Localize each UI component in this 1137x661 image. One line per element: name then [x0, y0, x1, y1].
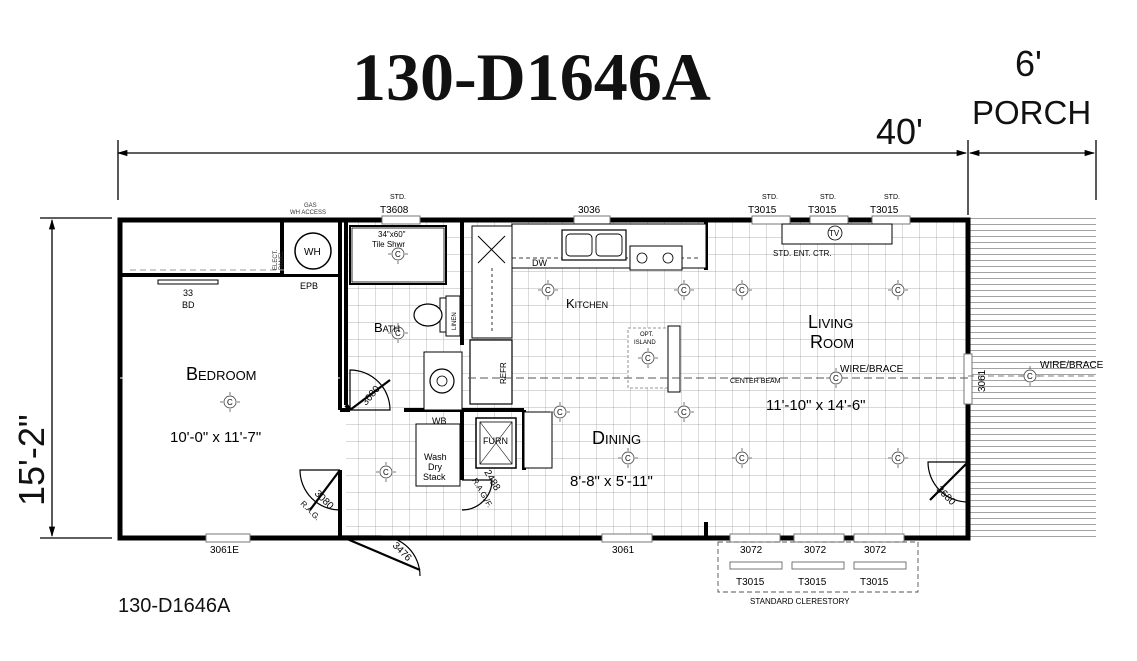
wb-label: WB	[432, 416, 447, 426]
wash-dry-stack	[415, 423, 461, 487]
bath-name: Bath	[374, 320, 400, 335]
epb-label: EPB	[300, 281, 318, 291]
porch-label: PORCH	[972, 94, 1091, 131]
bd-label-1: 33	[183, 288, 193, 298]
window-t3015-2: T3015	[808, 205, 837, 216]
living-name-1: Living	[808, 312, 853, 332]
bath-sink	[429, 368, 455, 394]
wire-brace-porch: WIRE/BRACE	[1040, 360, 1104, 371]
refr-label: REFR	[499, 362, 508, 384]
ceiling-light-label: C	[383, 468, 389, 477]
linen-label: LINEN	[452, 312, 458, 330]
toilet	[413, 303, 443, 327]
width-dimension: 15'-2"	[11, 414, 52, 506]
clerestory-box	[717, 541, 919, 593]
tile-shower	[349, 225, 447, 285]
window-3061-bottom: 3061	[612, 545, 635, 556]
width-dimension-line	[40, 217, 112, 539]
gas-wh-access-1: GAS	[304, 203, 317, 209]
refrigerator	[469, 339, 513, 405]
wire-brace: WIRE/BRACE	[840, 364, 904, 375]
ceiling-light-label: C	[625, 454, 631, 463]
tv-label: TV	[829, 229, 840, 238]
bath-door-bd	[157, 279, 219, 285]
center-beam: CENTER BEAM	[730, 378, 781, 385]
wh-label: WH	[304, 247, 321, 258]
ceiling-light-label: C	[545, 286, 551, 295]
door-swings	[299, 369, 969, 577]
window-3072-2: 3072	[804, 545, 827, 556]
dining-name: Dining	[592, 428, 641, 448]
window-t3015-3: T3015	[870, 205, 899, 216]
main-tile-floor	[462, 220, 968, 538]
elect-label: ELECT.	[273, 249, 279, 270]
ceiling-light-label: C	[739, 454, 745, 463]
opt-island-2: ISLAND	[634, 340, 656, 346]
std-label-1: STD.	[390, 194, 406, 201]
ceiling-light-label: C	[557, 408, 563, 417]
ceiling-light-label: C	[395, 250, 401, 259]
range	[629, 245, 683, 271]
tile-shower-name: Tile Shwr	[372, 240, 405, 249]
ceiling-light-label: C	[645, 354, 651, 363]
length-dimension: 40'	[876, 111, 923, 152]
furn-label: FURN	[483, 436, 508, 446]
linen-closet	[445, 295, 461, 337]
bd-label-2: BD	[182, 300, 195, 310]
clerestory-t3015-1: T3015	[736, 577, 765, 588]
porch-depth-dimension: 6'	[1015, 43, 1042, 84]
ceiling-light-label: C	[739, 286, 745, 295]
living-size: 11'-10" x 14'-6"	[766, 397, 866, 414]
ceiling-light-label: C	[833, 374, 839, 383]
dw-label: DW	[532, 258, 547, 268]
plan-title: 130-D1646A	[352, 39, 711, 115]
wash-label: Wash	[424, 452, 447, 462]
ceiling-light-label: C	[227, 398, 233, 407]
ceiling-light-label: C	[895, 286, 901, 295]
std-label-3: STD.	[820, 194, 836, 201]
stack-label: Stack	[423, 472, 446, 482]
std-label-2: STD.	[762, 194, 778, 201]
ceiling-light-label: C	[895, 454, 901, 463]
ceiling-light-label: C	[681, 286, 687, 295]
water-heater	[294, 232, 332, 270]
clerestory-t3015-2: T3015	[798, 577, 827, 588]
std-label-4: STD.	[884, 194, 900, 201]
length-dimension-line	[116, 140, 1097, 215]
ceiling-lights: C C C C C C C C C C C C C C	[219, 279, 909, 483]
ceiling-light-label: C	[1027, 372, 1033, 381]
window-t3015-1: T3015	[748, 205, 777, 216]
kitchen-sink	[561, 229, 627, 261]
window-3061-side: 3061	[977, 369, 988, 392]
bedroom-size: 10'-0" x 11'-7"	[170, 429, 261, 446]
clerestory-label: STANDARD CLERESTORY	[750, 597, 850, 606]
window-3061e: 3061E	[210, 545, 239, 556]
window-3036: 3036	[578, 205, 601, 216]
bedroom-name: Bedroom	[186, 364, 257, 384]
ent-ctr-label: STD. ENT. CTR.	[773, 249, 832, 258]
window-t3608: T3608	[380, 205, 409, 216]
dry-label: Dry	[428, 462, 442, 472]
interior-walls	[122, 222, 708, 536]
clerestory-t3015-3: T3015	[860, 577, 889, 588]
ceiling-light-label: C	[395, 329, 401, 338]
gas-wh-access-2: WH ACCESS	[290, 210, 326, 216]
opt-island-1: OPT.	[640, 332, 654, 338]
dining-size: 8'-8" x 5'-11"	[570, 473, 653, 490]
ceiling-light-label: C	[681, 408, 687, 417]
door-3476: 3476	[390, 540, 414, 564]
kitchen-name: Kitchen	[566, 296, 608, 311]
window-3072-3: 3072	[864, 545, 887, 556]
living-name-2: Room	[810, 332, 854, 352]
tile-shower-size: 34"x60"	[378, 230, 406, 239]
window-3072-1: 3072	[740, 545, 763, 556]
footer-label: 130-D1646A	[118, 595, 231, 617]
panel-label: PANEL	[279, 250, 285, 270]
